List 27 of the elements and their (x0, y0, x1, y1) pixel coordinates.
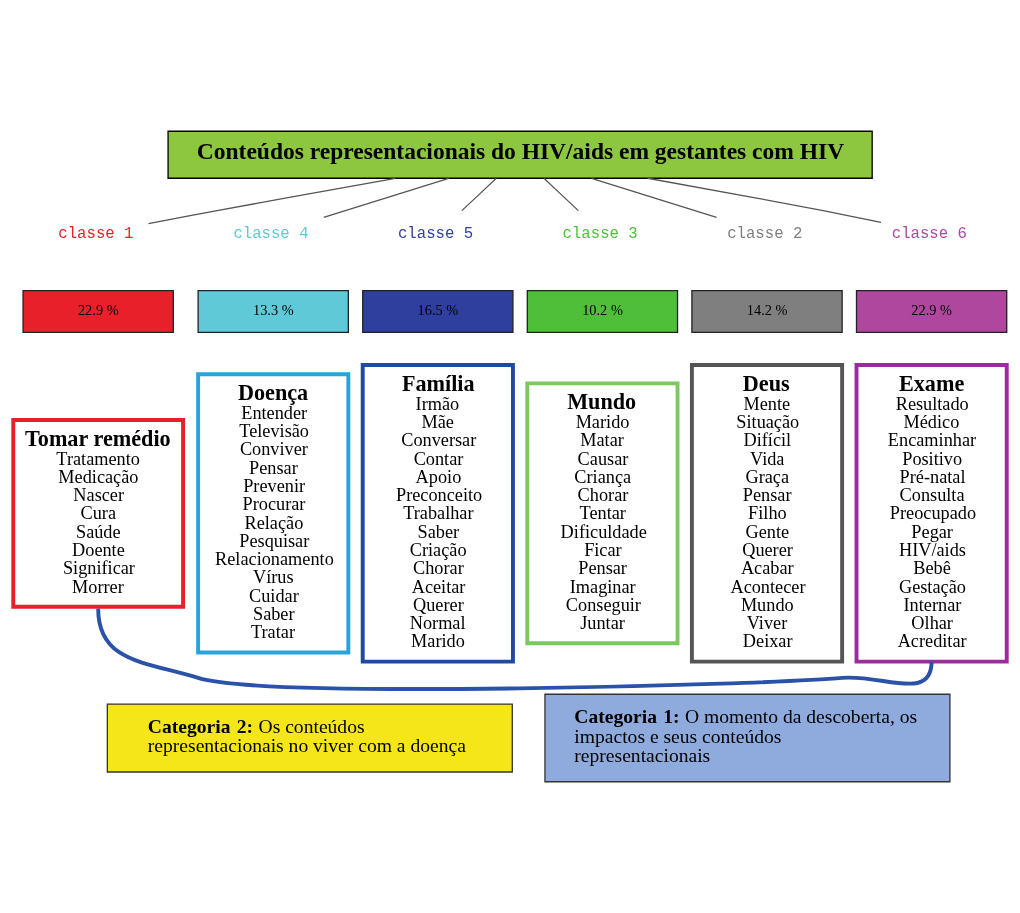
node-box: 22.9 % (22, 289, 174, 334)
connector (323, 177, 450, 218)
node-text: classe 5 (397, 225, 474, 244)
node-text: classe 6 (891, 225, 967, 244)
node-box: 14.2 % (691, 289, 843, 334)
node-text: classe 1 (58, 225, 134, 244)
connector (590, 177, 718, 218)
node-text: classe 2 (727, 225, 803, 244)
connector (543, 177, 580, 212)
node-box: Mundo Marido Matar Causar Criança Chorar Tentar Dificuldade Ficar Pensar Imaginar Conseguir Juntar (525, 381, 680, 646)
node-text: classe 4 (233, 225, 309, 244)
node-text: classe 3 (562, 225, 638, 244)
node-box: 16.5 % (362, 289, 514, 334)
connector (461, 177, 497, 212)
node-box: Conteúdos representacionais do HIV/aids em gestantes com HIV (167, 130, 873, 179)
node-box: Deus Mente Situação Difícil Vida Graça Pensar Filho Gente Querer Acabar Acontecer Mundo Viver Deixar (689, 363, 845, 664)
node-box: Família Irmão Mãe Conversar Contar Apoio Preconceito Trabalhar Saber Criação Chorar Aceitar Querer Normal Marido (360, 363, 515, 664)
connector (147, 177, 396, 225)
node-box: Categoria 2: Os conteúdos representacionais no viver com a doença (106, 703, 513, 773)
node-box: Categoria 1: O momento da descoberta, os impactos e seus conteúdos representacionais (544, 693, 951, 783)
node-box: Doença Entender Televisão Conviver Pensar Prevenir Procurar Relação Pesquisar Relacionamento Vírus Cuidar Saber Tratar (196, 372, 351, 655)
node-box: 13.3 % (197, 289, 349, 334)
node-box: Tomar remédio Tratamento Medicação Nascer Cura Saúde Doente Significar Morrer (11, 417, 186, 609)
connector (646, 177, 882, 223)
node-box: Exame Resultado Médico Encaminhar Positivo Pré-natal Consulta Preocupado Pegar HIV/aids Bebê Gestação Internar Olhar Acreditar (854, 363, 1009, 664)
node-box: 10.2 % (526, 289, 679, 334)
node-box: 22.9 % (855, 289, 1008, 334)
